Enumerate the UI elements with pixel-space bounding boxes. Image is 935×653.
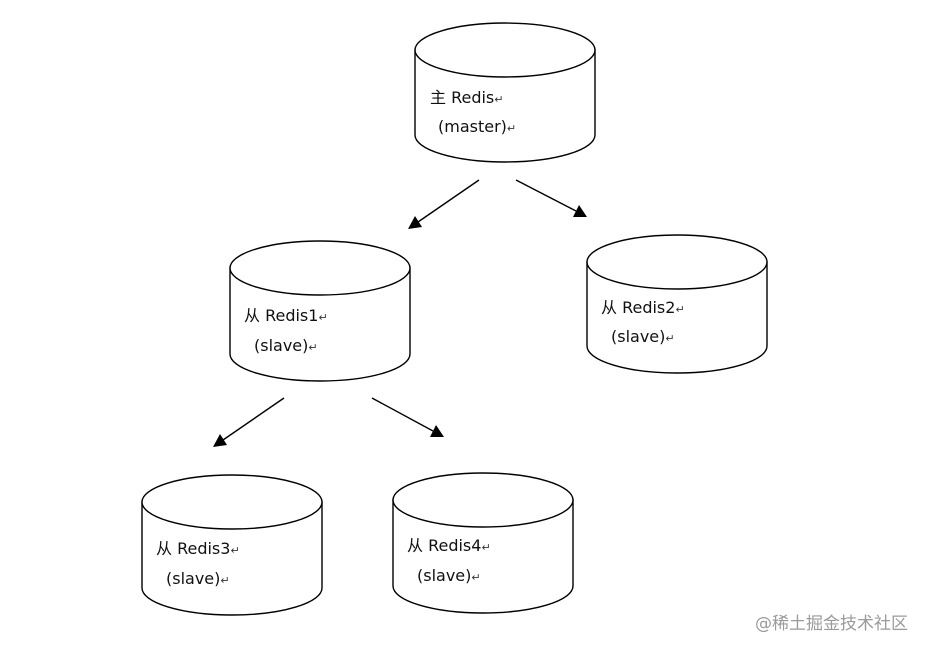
node-redis1: 从 Redis1↵ (slave)↵: [229, 240, 411, 382]
node-master: 主 Redis↵ (master)↵: [414, 22, 596, 163]
node-label: 主 Redis↵: [430, 88, 504, 107]
arrowhead-icon: [573, 205, 587, 217]
cylinder-body: [392, 499, 574, 614]
paragraph-mark: ↵: [665, 332, 674, 345]
arrow-line: [515, 179, 577, 212]
node-role: (slave)↵: [166, 569, 230, 588]
paragraph-mark: ↵: [471, 571, 480, 584]
arrow-line: [222, 397, 285, 441]
cylinder-top: [392, 472, 574, 528]
arrow-line: [371, 397, 434, 432]
arrowhead-icon: [408, 216, 422, 229]
cylinder-body: [141, 501, 323, 616]
node-redis4: 从 Redis4↵ (slave)↵: [392, 472, 574, 614]
paragraph-mark: ↵: [308, 341, 317, 354]
arrowhead-icon: [213, 434, 227, 447]
node-label: 从 Redis2↵: [601, 298, 685, 317]
cylinder-top: [229, 240, 411, 296]
node-role: (slave)↵: [254, 336, 318, 355]
cylinder-top: [414, 22, 596, 78]
node-role: (master)↵: [438, 117, 516, 136]
node-label: 从 Redis3↵: [156, 539, 240, 558]
arrowhead-icon: [430, 425, 444, 437]
paragraph-mark: ↵: [494, 93, 503, 106]
node-redis3: 从 Redis3↵ (slave)↵: [141, 474, 323, 616]
node-label: 从 Redis1↵: [244, 306, 328, 325]
paragraph-mark: ↵: [675, 303, 684, 316]
node-label: 从 Redis4↵: [407, 536, 491, 555]
paragraph-mark: ↵: [481, 541, 490, 554]
cylinder-body: [414, 49, 596, 163]
paragraph-mark: ↵: [220, 574, 229, 587]
cylinder-top: [586, 234, 768, 290]
node-redis2: 从 Redis2↵ (slave)↵: [586, 234, 768, 374]
edge-master-to-redis1: [408, 179, 480, 229]
watermark: @稀土掘金技术社区: [755, 614, 908, 634]
edge-redis1-to-redis4: [371, 397, 444, 437]
cylinder-body: [229, 267, 411, 382]
arrow-line: [417, 179, 480, 223]
node-role: (slave)↵: [611, 327, 675, 346]
edge-redis1-to-redis3: [213, 397, 285, 447]
paragraph-mark: ↵: [318, 311, 327, 324]
node-role: (slave)↵: [417, 566, 481, 585]
cylinder-top: [141, 474, 323, 530]
cylinder-body: [586, 261, 768, 374]
paragraph-mark: ↵: [507, 122, 516, 135]
paragraph-mark: ↵: [230, 544, 239, 557]
edge-master-to-redis2: [515, 179, 587, 217]
